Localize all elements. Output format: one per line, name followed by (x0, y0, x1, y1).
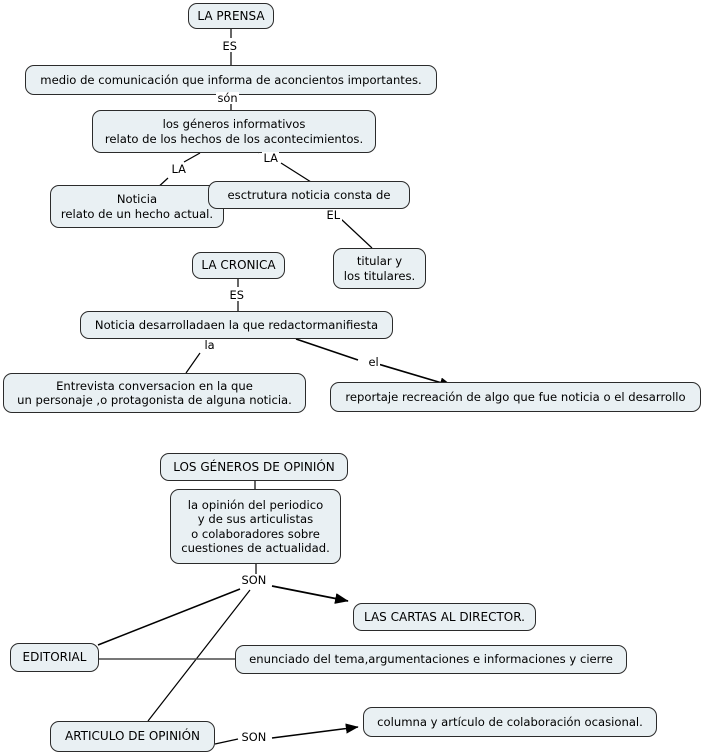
node-la-cronica[interactable]: LA CRONICA (192, 252, 285, 279)
node-la-prensa[interactable]: LA PRENSA (188, 3, 274, 29)
node-noticia-desarrollada[interactable]: Noticia desarrolladaen la que redactorma… (80, 311, 393, 339)
edge-articulo-to-son3 (214, 738, 239, 745)
node-articulo-opinion[interactable]: ARTICULO DE OPINIÓN (50, 721, 215, 752)
edge-label-el-2: el (367, 355, 381, 369)
edge-son2-to-cartas (271, 585, 349, 604)
node-opinion-periodico[interactable]: la opinión del periodico y de sus articu… (170, 489, 341, 564)
edge-label-la-3: la (203, 338, 217, 352)
edge-son3-to-columna (271, 723, 359, 739)
node-columna-articulo[interactable]: columna y artículo de colaboración ocasi… (363, 707, 657, 737)
edge-la2-to-esctrutura (280, 162, 312, 183)
edge-el-to-titular (340, 218, 373, 249)
node-esctrutura-noticia[interactable]: esctrutura noticia consta de (208, 181, 410, 209)
edge-label-es-2: ES (228, 288, 246, 302)
node-titular[interactable]: titular y los titulares. (333, 248, 426, 289)
node-enunciado-tema[interactable]: enunciado del tema,argumentaciones e inf… (235, 645, 627, 674)
node-reportaje[interactable]: reportaje recreación de algo que fue not… (330, 382, 701, 412)
edge-label-la-2: LA (262, 151, 280, 165)
node-medio-comunicacion[interactable]: medio de comunicación que informa de aco… (25, 65, 437, 95)
edge-label-son-3: SON (240, 730, 268, 744)
node-generos-informativos[interactable]: los géneros informativos relato de los h… (92, 110, 376, 153)
node-entrevista[interactable]: Entrevista conversacion en la que un per… (3, 373, 306, 413)
edge-label-es-1: ES (221, 39, 239, 53)
edge-label-son-2: SON (240, 573, 268, 587)
edge-generos-to-la1 (183, 152, 201, 163)
edge-label-el-1: EL (325, 208, 342, 222)
node-editorial[interactable]: EDITORIAL (10, 643, 99, 672)
edge-label-la-1: LA (170, 162, 188, 176)
node-generos-opinion[interactable]: LOS GÉNEROS DE OPINIÓN (160, 453, 348, 481)
edge-son2-to-editorial (97, 588, 241, 646)
edge-desarrollada-to-el2 (295, 338, 359, 361)
edge-label-son-1: són (216, 91, 240, 105)
node-cartas-director[interactable]: LAS CARTAS AL DIRECTOR. (353, 603, 536, 631)
edge-la3-to-entrevista (185, 352, 201, 374)
node-noticia[interactable]: Noticia relato de un hecho actual. (50, 185, 224, 228)
